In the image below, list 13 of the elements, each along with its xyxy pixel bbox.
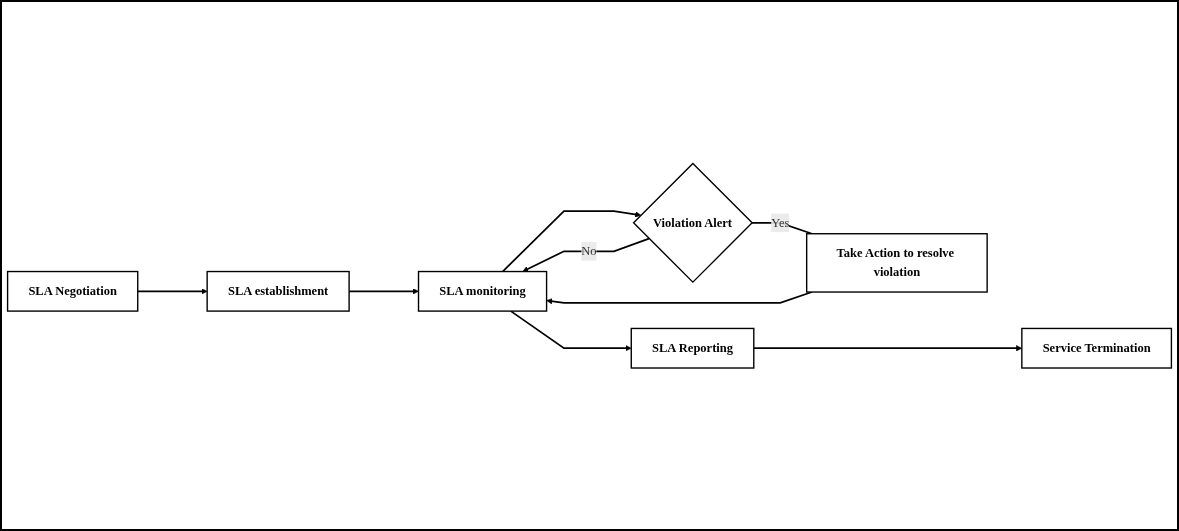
arrow xyxy=(522,237,650,272)
node-box: SLA monitoring xyxy=(417,270,548,312)
edge-label: Yes xyxy=(771,215,790,230)
node-box: Take Action to resolve violation xyxy=(806,232,988,293)
node-box: SLA Negotiation xyxy=(6,270,139,312)
node-box: SLA Reporting xyxy=(630,327,755,369)
arrow xyxy=(546,290,813,304)
arrow xyxy=(509,309,632,351)
node-diamond: Violation Alert xyxy=(632,162,754,283)
arrow xyxy=(501,210,642,273)
edge-label: No xyxy=(581,243,597,258)
node-box: SLA establishment xyxy=(206,270,350,312)
node-box: Service Termination xyxy=(1021,327,1173,369)
